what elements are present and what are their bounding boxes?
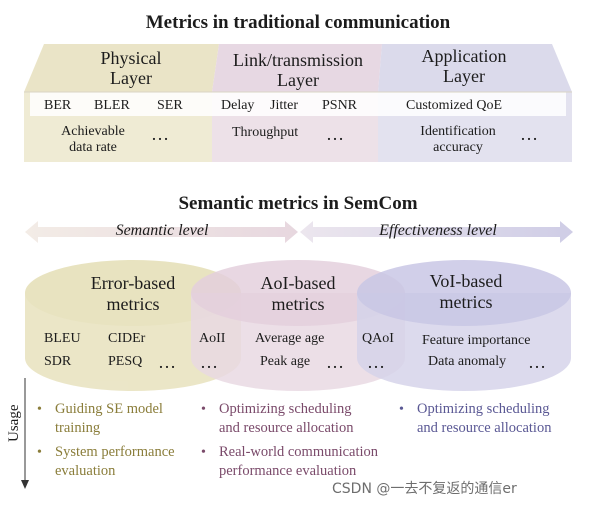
metric-peak-age: Peak age bbox=[260, 354, 311, 369]
metric-jitter: Jitter bbox=[270, 98, 298, 113]
bullet-icon: • bbox=[399, 402, 404, 417]
usage-optimizing-scheduling-voi: • Optimizing scheduling and resource all… bbox=[399, 400, 552, 438]
usage-real-world: • Real-world communication performance e… bbox=[201, 443, 379, 481]
metric-data-anomaly: Data anomaly bbox=[428, 354, 507, 369]
error-based-name-line1: Error-based bbox=[90, 273, 176, 293]
usage-line: and resource allocation bbox=[417, 420, 552, 436]
link-more-dots: … bbox=[326, 124, 345, 144]
metric-ser: SER bbox=[157, 98, 183, 113]
qaoi-more-dots: … bbox=[367, 352, 386, 372]
metric-average-age: Average age bbox=[255, 331, 325, 346]
aoi-based-name-line1: AoI-based bbox=[260, 273, 336, 293]
error-more-dots: … bbox=[158, 352, 177, 372]
metric-delay: Delay bbox=[221, 98, 255, 113]
usage-arrow bbox=[21, 378, 29, 489]
usage-label: Usage bbox=[6, 404, 22, 443]
semantic-level-label: Semantic level bbox=[115, 222, 209, 239]
bullet-icon: • bbox=[37, 402, 42, 417]
bullet-icon: • bbox=[201, 445, 206, 460]
application-more-dots: … bbox=[520, 124, 539, 144]
metric-feature-importance: Feature importance bbox=[422, 333, 531, 348]
physical-layer-top bbox=[24, 44, 219, 92]
physical-layer-name-line2: Layer bbox=[110, 68, 152, 88]
usage-optimizing-scheduling-aoi: • Optimizing scheduling and resource all… bbox=[201, 400, 354, 438]
bullet-icon: • bbox=[201, 402, 206, 417]
metric-cider: CIDEr bbox=[108, 331, 146, 346]
voi-cylinder-top bbox=[357, 260, 571, 326]
metric-achievable-line2: data rate bbox=[69, 140, 117, 155]
level-arrows bbox=[25, 221, 573, 243]
aoi-more-dots: … bbox=[326, 352, 345, 372]
application-layer-top bbox=[378, 44, 572, 92]
bullet-icon: • bbox=[37, 445, 42, 460]
usage-line: Optimizing scheduling bbox=[219, 401, 352, 417]
metric-identification-line1: Identification bbox=[420, 124, 496, 139]
usage-guiding-se: • Guiding SE model training bbox=[37, 400, 163, 438]
metric-identification-line2: accuracy bbox=[433, 140, 483, 155]
voi-based-name-line1: VoI-based bbox=[429, 271, 503, 291]
voi-based-name-line2: metrics bbox=[439, 292, 493, 312]
metric-bleu: BLEU bbox=[44, 331, 81, 346]
error-based-name-line2: metrics bbox=[106, 294, 160, 314]
usage-line: evaluation bbox=[55, 463, 116, 479]
physical-layer-name-line1: Physical bbox=[100, 48, 162, 68]
usage-line: System performance bbox=[55, 444, 175, 460]
aoi-based-name-line2: metrics bbox=[271, 294, 325, 314]
metric-sdr: SDR bbox=[44, 354, 72, 369]
physical-more-dots: … bbox=[151, 124, 170, 144]
effectiveness-level-label: Effectiveness level bbox=[379, 222, 497, 239]
application-layer-name-line2: Layer bbox=[443, 66, 485, 86]
aoi-cylinder-top bbox=[191, 260, 405, 326]
semantic-metrics-title: Semantic metrics in SemCom bbox=[178, 193, 418, 214]
aoii-more-dots: … bbox=[200, 352, 219, 372]
usage-line: performance evaluation bbox=[219, 463, 357, 479]
usage-line: Guiding SE model bbox=[55, 401, 163, 417]
voi-more-dots: … bbox=[528, 352, 547, 372]
usage-line: and resource allocation bbox=[219, 420, 354, 436]
metric-throughput: Throughput bbox=[232, 125, 299, 140]
metric-qaoi: QAoI bbox=[362, 331, 394, 346]
usage-line: training bbox=[55, 420, 101, 436]
metric-aoii: AoII bbox=[199, 331, 226, 346]
effectiveness-level-arrow bbox=[300, 221, 573, 243]
csdn-watermark: CSDN @一去不复返的通信er bbox=[332, 481, 517, 497]
link-layer-top bbox=[212, 44, 382, 92]
metric-psnr: PSNR bbox=[322, 98, 358, 113]
application-layer-name-line1: Application bbox=[421, 46, 507, 66]
metric-band bbox=[30, 92, 566, 116]
link-layer-name-line1: Link/transmission bbox=[233, 50, 363, 70]
metric-achievable-line1: Achievable bbox=[61, 124, 125, 139]
traditional-layers-box bbox=[24, 44, 572, 162]
semantic-level-arrow bbox=[25, 221, 298, 243]
metric-ber: BER bbox=[44, 98, 72, 113]
metric-customized-qoe: Customized QoE bbox=[406, 98, 503, 113]
metric-bler: BLER bbox=[94, 98, 130, 113]
traditional-metrics-title: Metrics in traditional communication bbox=[145, 12, 451, 33]
usage-line: Real-world communication bbox=[219, 444, 379, 460]
metric-pesq: PESQ bbox=[108, 354, 143, 369]
usage-line: Optimizing scheduling bbox=[417, 401, 550, 417]
semantic-cylinders bbox=[25, 260, 571, 391]
usage-system-performance: • System performance evaluation bbox=[37, 443, 175, 481]
error-cylinder-top bbox=[25, 260, 241, 326]
link-layer-name-line2: Layer bbox=[277, 70, 319, 90]
